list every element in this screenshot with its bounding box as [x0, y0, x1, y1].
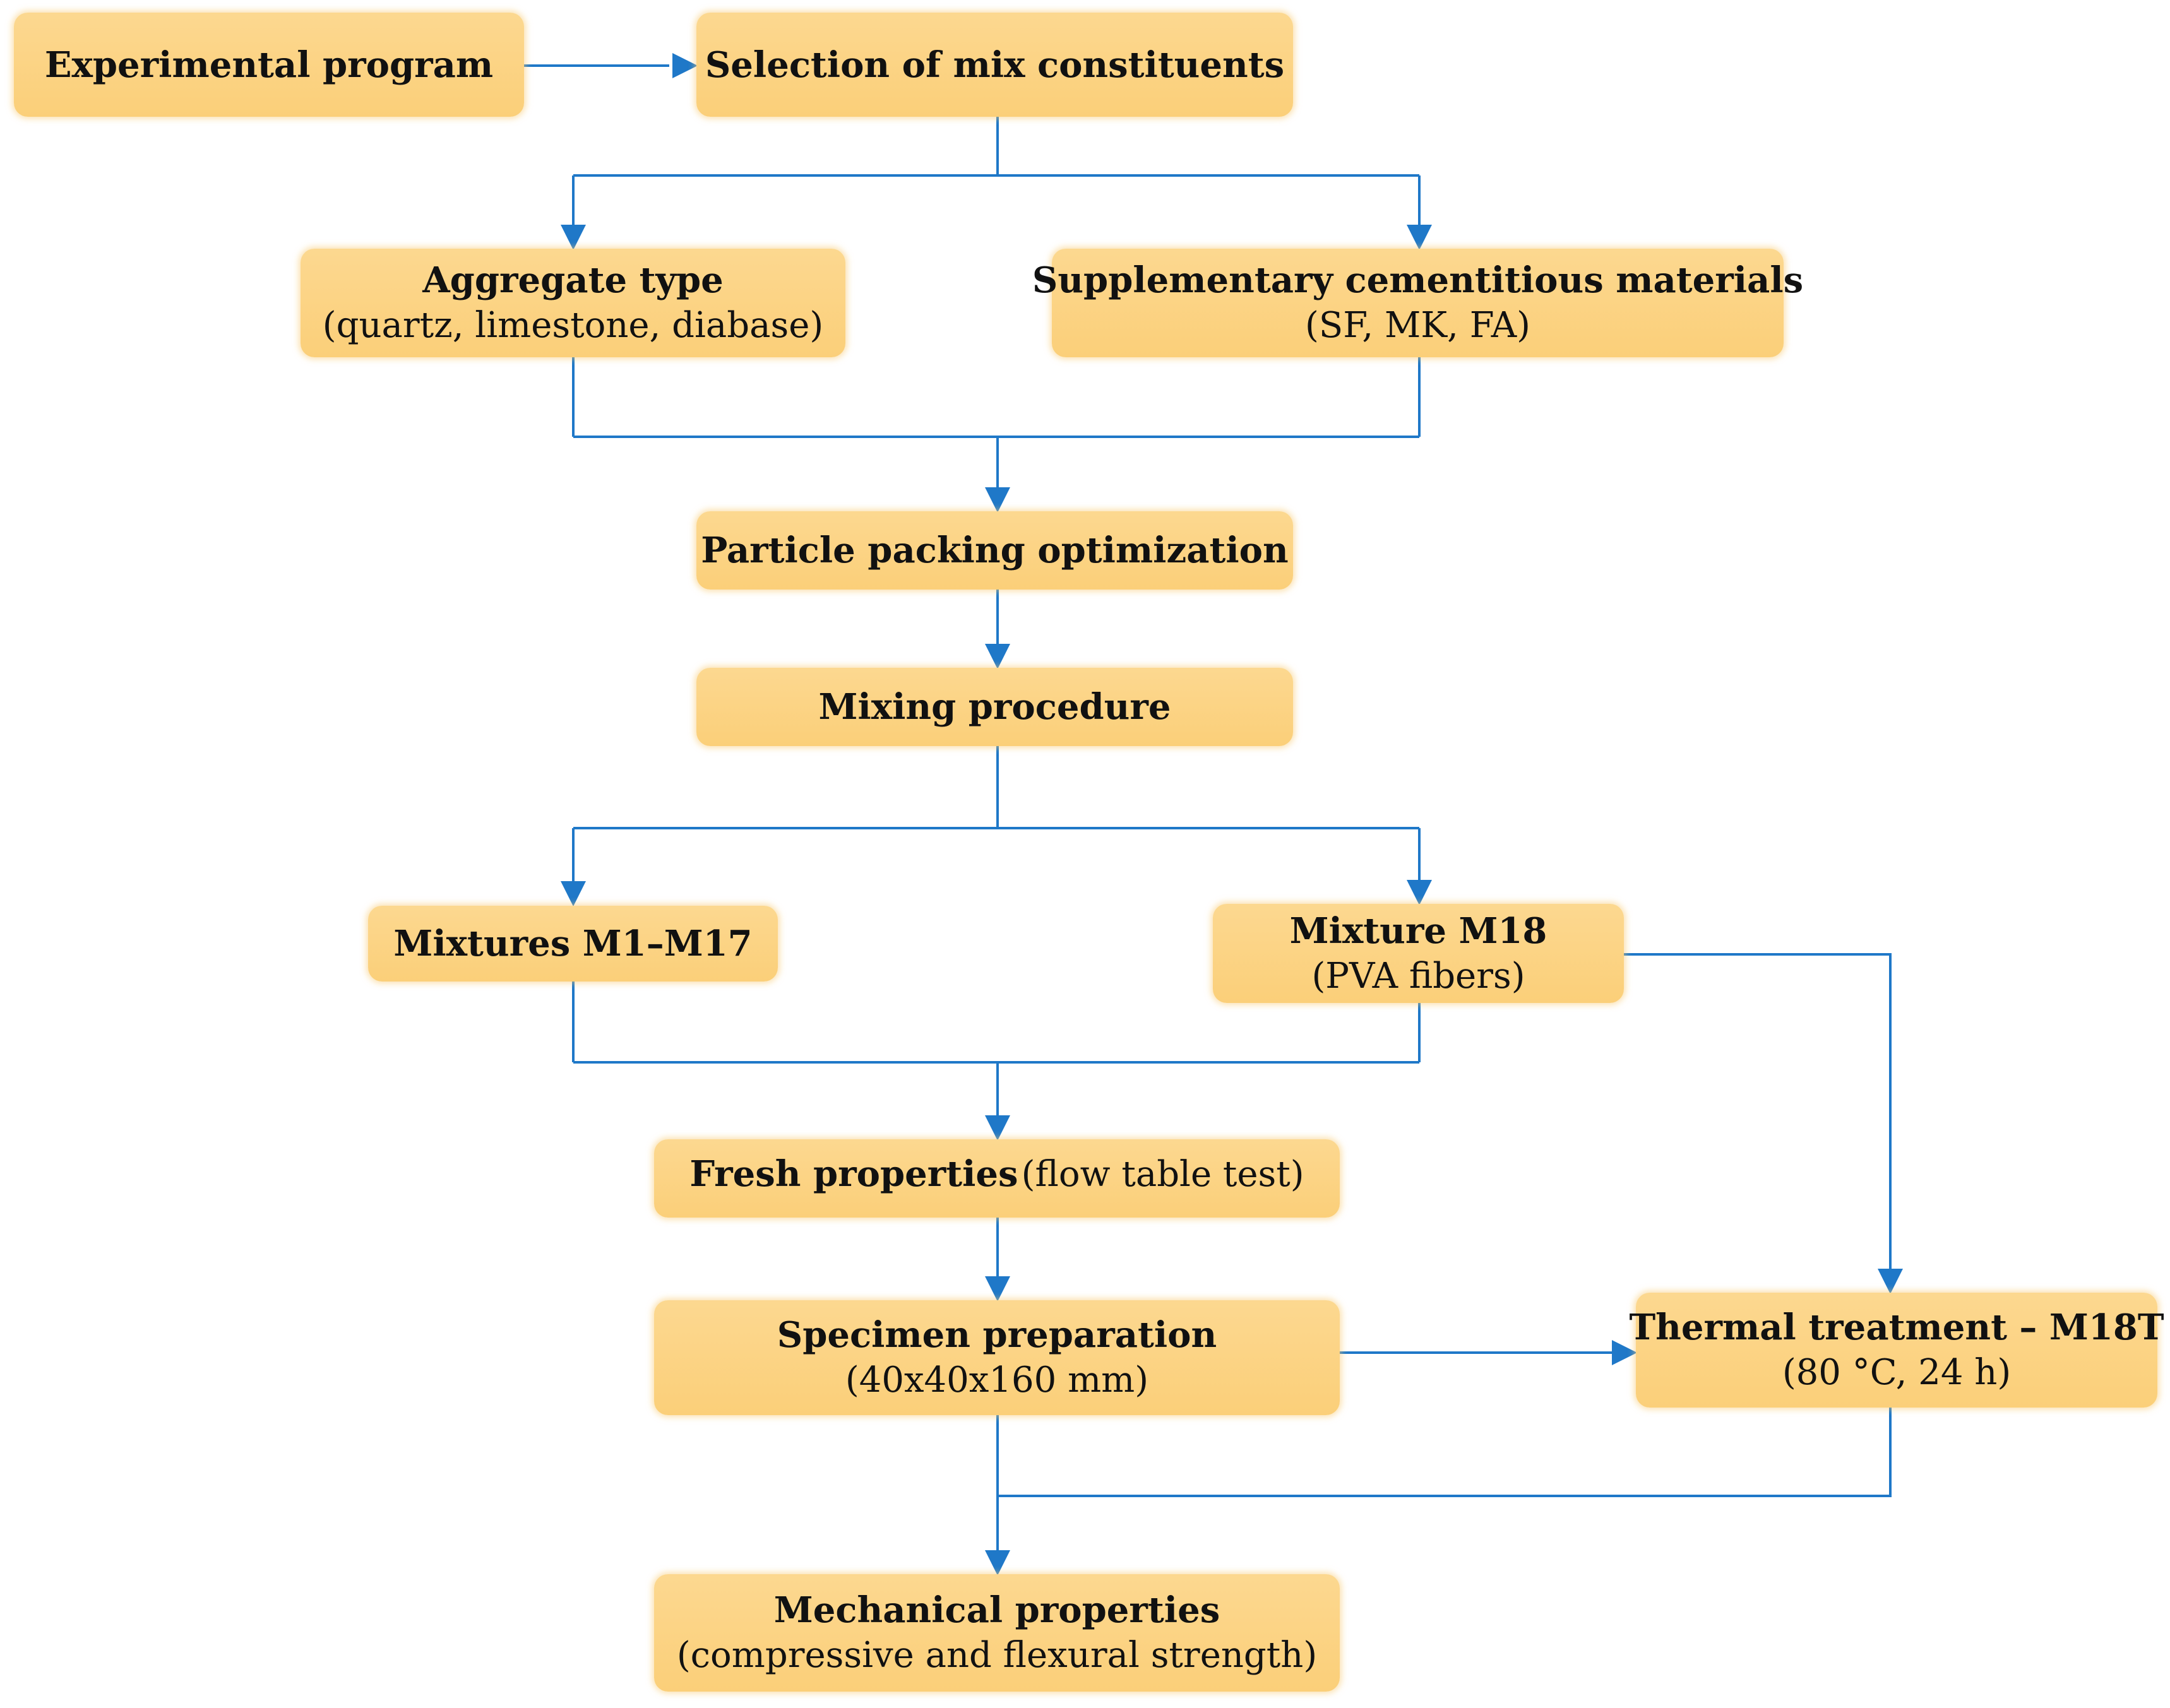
connector-thermal-down [998, 1408, 1892, 1497]
node-scm-subtitle: (SF, MK, FA) [1305, 305, 1530, 346]
node-selection-of-mix-constituents: Selection of mix constituents [696, 13, 1293, 117]
node-fresh-properties-title: Fresh properties [689, 1153, 1018, 1195]
node-specimen-preparation-title: Specimen preparation [777, 1314, 1217, 1356]
arrowhead-specimen [985, 1276, 1010, 1302]
node-mechanical-properties-title: Mechanical properties [773, 1589, 1220, 1631]
arrowhead-scm [1407, 225, 1432, 250]
arrowhead-mixing [985, 644, 1010, 669]
arrowhead-m1-m17 [561, 881, 586, 906]
node-thermal-treatment-subtitle: (80 °C, 24 h) [1782, 1352, 2012, 1393]
node-specimen-preparation-subtitle: (40x40x160 mm) [845, 1360, 1149, 1401]
node-mixtures-m1-m17-title: Mixtures M1–M17 [393, 923, 753, 964]
node-aggregate-type-subtitle: (quartz, limestone, diabase) [322, 305, 824, 346]
node-scm-title: Supplementary cementitious materials [1032, 259, 1804, 301]
node-mechanical-properties: Mechanical properties (compressive and f… [654, 1574, 1340, 1692]
arrowhead-fresh [985, 1115, 1010, 1141]
node-mixing-procedure: Mixing procedure [696, 668, 1293, 746]
node-mixture-m18: Mixture M18 (PVA fibers) [1213, 904, 1624, 1003]
node-mechanical-properties-subtitle: (compressive and flexural strength) [676, 1635, 1318, 1676]
node-fresh-properties: Fresh properties (flow table test) [654, 1139, 1340, 1218]
node-particle-packing-optimization: Particle packing optimization [696, 511, 1293, 590]
arrowhead-aggregate [561, 225, 586, 250]
node-thermal-treatment-title: Thermal treatment – M18T [1629, 1307, 2164, 1348]
node-fresh-properties-subtitle: (flow table test) [1021, 1154, 1304, 1195]
node-particle-packing-title: Particle packing optimization [701, 530, 1289, 571]
node-aggregate-type: Aggregate type (quartz, limestone, diaba… [301, 249, 845, 357]
node-mixture-m18-subtitle: (PVA fibers) [1311, 955, 1525, 997]
node-specimen-preparation: Specimen preparation (40x40x160 mm) [654, 1300, 1340, 1415]
arrowhead-thermal-from-specimen [1612, 1340, 1637, 1365]
node-fresh-properties-text: Fresh properties (flow table test) [689, 1151, 1304, 1206]
node-mixtures-m1-m17: Mixtures M1–M17 [368, 906, 778, 982]
arrowhead-mechanical [985, 1550, 1010, 1575]
node-thermal-treatment-m18t: Thermal treatment – M18T (80 °C, 24 h) [1629, 1293, 2164, 1408]
arrowhead-packing [985, 487, 1010, 513]
connector-m18-to-thermal [1624, 953, 1892, 1278]
arrowhead-m18 [1407, 880, 1432, 905]
node-mixing-procedure-title: Mixing procedure [818, 686, 1171, 728]
node-supplementary-cementitious-materials: Supplementary cementitious materials (SF… [1032, 249, 1803, 357]
node-experimental-program: Experimental program [14, 13, 524, 117]
arrowhead-thermal-from-m18 [1878, 1269, 1903, 1294]
node-experimental-program-title: Experimental program [44, 44, 494, 86]
node-selection-of-mix-constituents-title: Selection of mix constituents [705, 44, 1285, 86]
node-aggregate-type-title: Aggregate type [422, 259, 724, 301]
node-mixture-m18-title: Mixture M18 [1289, 910, 1547, 952]
arrowhead-selection [672, 53, 698, 78]
